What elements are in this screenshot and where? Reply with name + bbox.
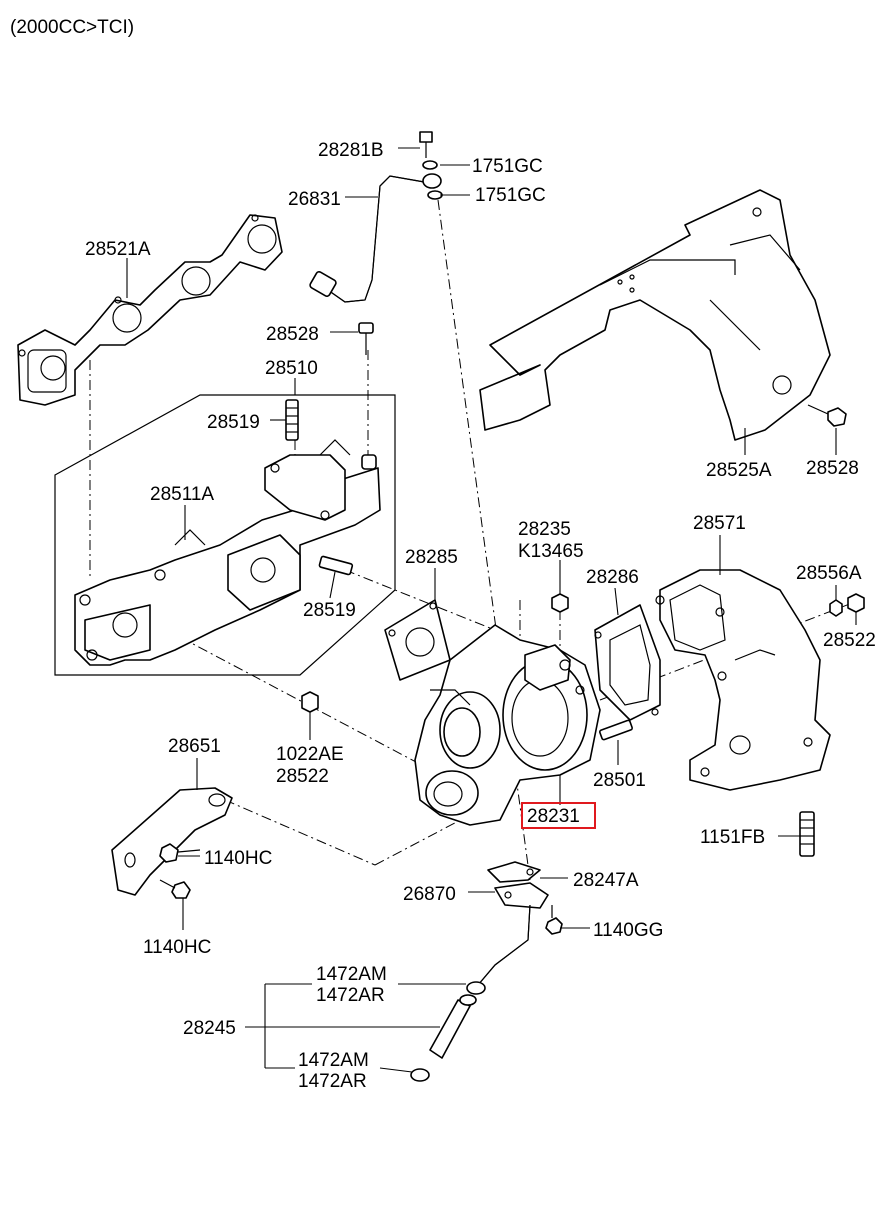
label-28245[interactable]: 28245 — [183, 1018, 236, 1039]
label-28235[interactable]: 28235 — [518, 519, 571, 540]
exhaust-elbow — [655, 569, 865, 857]
exhaust-manifold — [54, 322, 396, 676]
label-1140GG[interactable]: 1140GG — [593, 920, 663, 941]
label-28519-lower[interactable]: 28519 — [303, 600, 356, 621]
label-28528-right[interactable]: 28528 — [806, 458, 859, 479]
label-28501[interactable]: 28501 — [593, 770, 646, 791]
label-28286[interactable]: 28286 — [586, 567, 639, 588]
oil-return-pipe — [410, 861, 563, 1082]
label-1140HC-upper[interactable]: 1140HC — [204, 848, 272, 869]
oil-feed-pipe — [309, 131, 443, 303]
label-28521A[interactable]: 28521A — [85, 239, 151, 260]
small-fasteners — [301, 404, 847, 713]
turbo-bracket — [111, 787, 233, 899]
label-28247A[interactable]: 28247A — [573, 870, 639, 891]
label-28510[interactable]: 28510 — [265, 358, 318, 379]
label-28651[interactable]: 28651 — [168, 736, 221, 757]
label-28571[interactable]: 28571 — [693, 513, 746, 534]
label-1151FB[interactable]: 1151FB — [700, 827, 765, 848]
label-26870[interactable]: 26870 — [403, 884, 456, 905]
highlight-box-28231 — [521, 802, 596, 829]
label-1751GC-lower[interactable]: 1751GC — [475, 185, 546, 206]
label-1472AR-upper[interactable]: 1472AR — [316, 985, 385, 1006]
label-1472AR-lower[interactable]: 1472AR — [298, 1071, 367, 1092]
label-1751GC-upper[interactable]: 1751GC — [472, 156, 543, 177]
heat-protector — [479, 189, 831, 441]
turbo-outlet-gasket — [594, 604, 661, 721]
label-28522-right[interactable]: 28522 — [823, 630, 876, 651]
label-1140HC-lower[interactable]: 1140HC — [143, 937, 211, 958]
part-labels: 28281B 1751GC 26831 1751GC 28521A 28528 … — [85, 140, 876, 1092]
leader-lines — [126, 147, 857, 1073]
label-28556A[interactable]: 28556A — [796, 563, 862, 584]
label-28528-left[interactable]: 28528 — [266, 324, 319, 345]
label-28519-upper[interactable]: 28519 — [207, 412, 260, 433]
label-28511A[interactable]: 28511A — [150, 484, 214, 505]
turbo-inlet-gasket — [384, 599, 451, 681]
label-28285[interactable]: 28285 — [405, 547, 458, 568]
label-1472AM-lower[interactable]: 1472AM — [298, 1050, 369, 1071]
diagram-header: (2000CC>TCI) — [10, 17, 134, 38]
label-1022AE[interactable]: 1022AE — [276, 744, 344, 765]
label-28281B[interactable]: 28281B — [318, 140, 384, 161]
turbocharger — [414, 624, 633, 826]
label-28231[interactable]: 28231 — [527, 806, 580, 827]
label-26831[interactable]: 26831 — [288, 189, 341, 210]
label-K13465[interactable]: K13465 — [518, 541, 584, 562]
label-28522-left[interactable]: 28522 — [276, 766, 329, 787]
manifold-gasket — [17, 214, 283, 406]
label-28525A[interactable]: 28525A — [706, 460, 772, 481]
label-1472AM-upper[interactable]: 1472AM — [316, 964, 387, 985]
